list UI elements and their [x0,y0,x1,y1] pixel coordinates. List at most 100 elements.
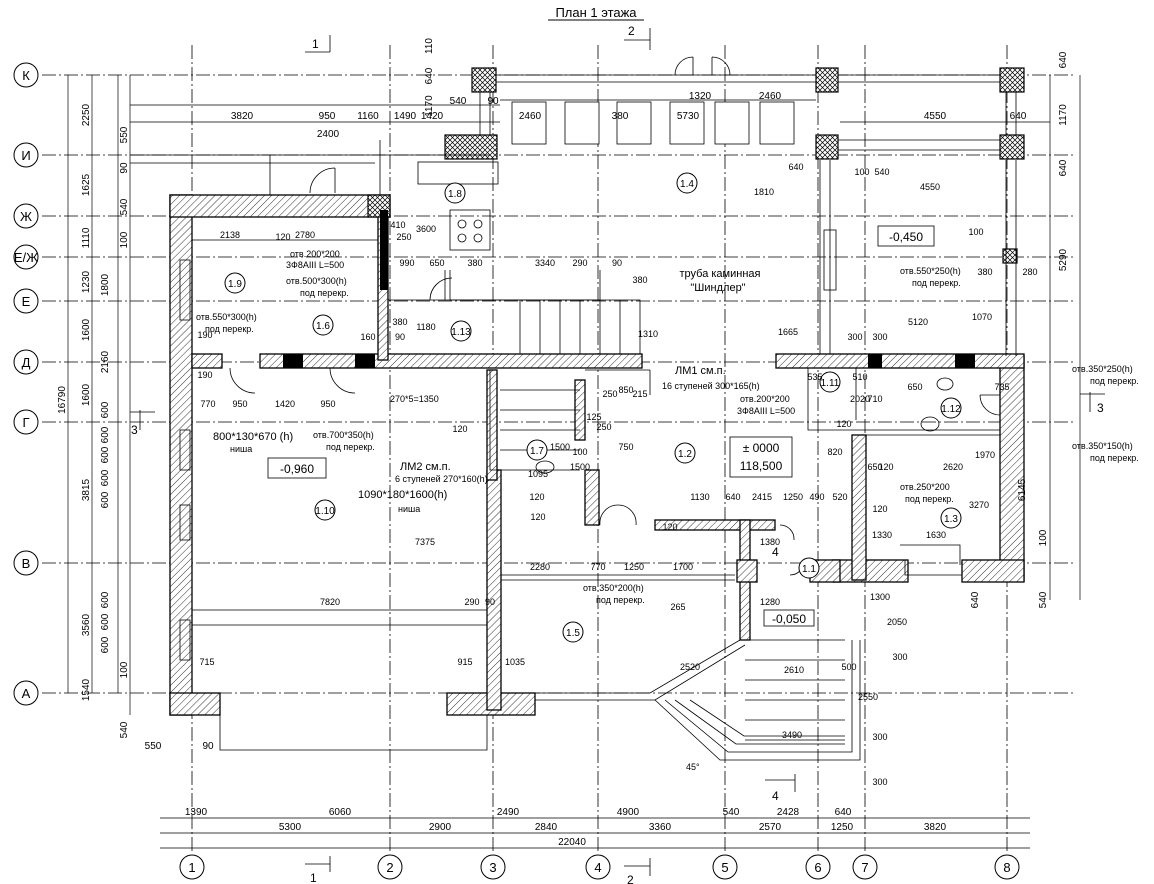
dim-label: 300 [872,332,887,342]
svg-text:2570: 2570 [759,822,782,833]
dim-label: 300 [872,732,887,742]
svg-text:-0,050: -0,050 [772,612,806,626]
dim-label: 160 [360,332,375,342]
dim-label: 1035 [505,657,525,667]
svg-text:под перекр.: под перекр. [1090,376,1139,386]
svg-text:отв.500*300(h): отв.500*300(h) [286,276,347,286]
room-1-2: 1.2 [674,442,696,464]
axis-marker-h-3: Е/Ж [13,244,39,270]
interior-lines [179,161,1001,761]
axis-marker-v-6: 7 [852,854,878,880]
dim-label: 950 [320,399,335,409]
svg-text:16 ступеней 300*165(h): 16 ступеней 300*165(h) [662,381,760,391]
svg-text:ниша: ниша [398,504,420,514]
dim-label: 380 [977,267,992,277]
svg-text:ЛМ1 см.п.: ЛМ1 см.п. [675,365,726,377]
svg-text:1090*180*1600(h): 1090*180*1600(h) [358,489,447,501]
svg-text:3: 3 [1097,401,1104,415]
dim-label: 2610 [784,665,804,675]
axis-marker-h-4: Е [13,288,39,314]
svg-text:3: 3 [489,860,496,875]
room-1-5: 1.5 [562,621,584,643]
dim-label: 120 [836,419,851,429]
axis-marker-v-3: 4 [585,854,611,880]
svg-text:В: В [22,556,31,571]
svg-text:3360: 3360 [649,822,672,833]
svg-text:5730: 5730 [677,111,700,122]
dim-label: 500 [841,662,856,672]
dim-label: 1500 [550,442,570,452]
svg-text:4550: 4550 [924,111,947,122]
dim-label: 1250 [624,562,644,572]
svg-text:отв.350*250(h): отв.350*250(h) [1072,364,1133,374]
dim-label: 7820 [320,597,340,607]
svg-text:110: 110 [424,38,435,54]
svg-text:640: 640 [1010,111,1027,122]
svg-text:ниша: ниша [230,444,252,454]
dim-label: 90 [612,258,622,268]
svg-text:90: 90 [119,162,130,174]
svg-text:950: 950 [319,111,336,122]
dim-label: 7375 [415,537,435,547]
svg-text:1.11: 1.11 [821,378,840,389]
axis-marker-h-8: А [13,680,39,706]
dim-label: 3490 [782,730,802,740]
dim-label: 770 [590,562,605,572]
exterior-walls [169,194,1025,716]
svg-text:540: 540 [1038,591,1049,608]
svg-text:3: 3 [131,423,138,437]
dim-label: 90 [485,597,495,607]
svg-text:45°: 45° [686,762,700,772]
svg-text:А: А [22,686,31,701]
room-1-8: 1.8 [444,182,466,204]
dim-label: 300 [872,777,887,787]
dim-label: 290 [464,597,479,607]
svg-text:2460: 2460 [519,111,542,122]
svg-text:Ж: Ж [20,209,32,224]
dim-label: 1810 [754,187,774,197]
svg-text:22040: 22040 [558,837,586,848]
svg-text:2250: 2250 [81,103,92,126]
dim-label: 215 [632,389,647,399]
svg-text:1.9: 1.9 [228,279,242,290]
svg-text:1.1: 1.1 [802,564,816,575]
svg-text:1250: 1250 [831,822,854,833]
svg-text:4: 4 [772,789,779,803]
svg-text:1.4: 1.4 [680,179,694,190]
axis-marker-h-0: К [13,62,39,88]
svg-text:под перекр.: под перекр. [905,494,954,504]
svg-text:600: 600 [100,446,111,463]
svg-text:640: 640 [1058,51,1069,68]
dim-label: 120 [529,492,544,502]
dim-label: 2550 [858,692,878,702]
room-1-12: 1.12 [940,397,962,419]
svg-text:1320: 1320 [689,91,712,102]
svg-text:3560: 3560 [81,613,92,636]
dim-label: 280 [1022,267,1037,277]
svg-text:540: 540 [723,807,740,818]
svg-text:2: 2 [628,24,635,38]
svg-text:5: 5 [721,860,728,875]
svg-text:600: 600 [100,469,111,486]
dim-label: 2520 [680,662,700,672]
dim-label: 120 [878,462,893,472]
axis-marker-v-4: 5 [712,854,738,880]
svg-text:1.7: 1.7 [530,446,544,457]
svg-text:6: 6 [814,860,821,875]
axis-marker-h-6: Г [13,409,39,435]
svg-text:под перекр.: под перекр. [596,595,645,605]
dim-label: 120 [872,504,887,514]
svg-text:6145: 6145 [1017,478,1028,501]
svg-text:1: 1 [188,860,195,875]
dim-label: 380 [467,258,482,268]
room-1-4: 1.4 [676,172,698,194]
svg-text:2490: 2490 [497,807,520,818]
svg-text:1625: 1625 [81,173,92,196]
svg-text:1: 1 [310,871,317,884]
svg-text:600: 600 [100,426,111,443]
svg-text:труба каминная: труба каминная [680,268,761,280]
dimension-lines [67,75,1081,849]
dim-label: 100 [854,167,869,177]
svg-text:1540: 1540 [81,678,92,701]
